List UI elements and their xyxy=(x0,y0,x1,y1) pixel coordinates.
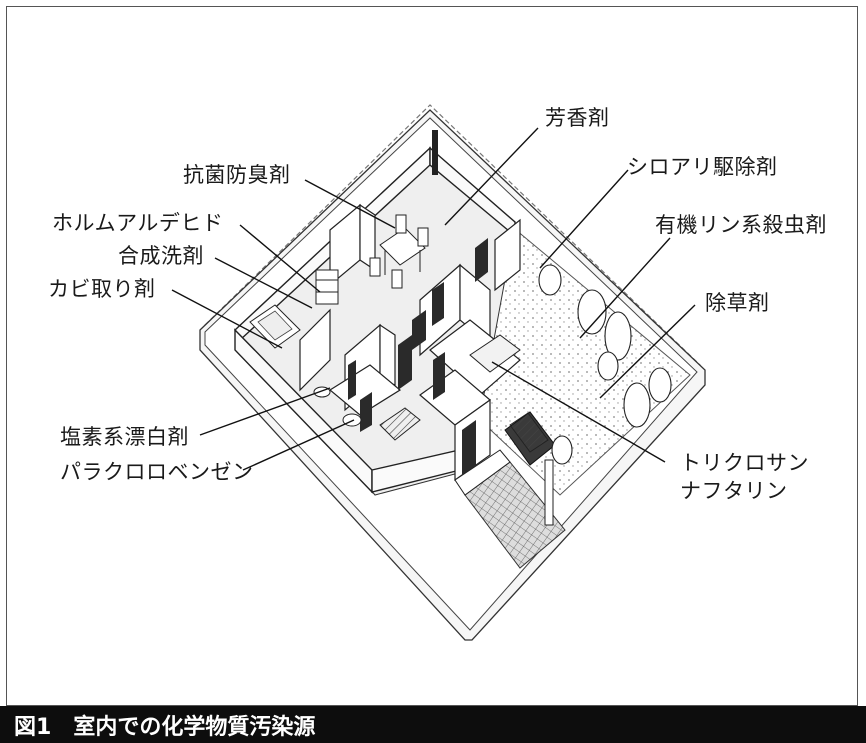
label-synthetic-detergent: 合成洗剤 xyxy=(118,244,204,268)
label-trichlorosan: トリクロサン xyxy=(680,451,809,475)
figure-title: 室内での化学物質汚染源 xyxy=(73,714,316,740)
label-fragrance: 芳香剤 xyxy=(545,106,610,130)
figure-number: 図1 xyxy=(14,714,52,740)
stairs xyxy=(379,407,421,441)
label-paradichlorobenzene: パラクロロベンゼン xyxy=(60,460,254,484)
label-naphthalene: ナフタリン xyxy=(680,479,788,503)
garden-shrubs xyxy=(538,264,672,465)
label-formaldehyde: ホルムアルデヒド xyxy=(52,211,224,235)
dining-set xyxy=(369,214,429,289)
label-organophosphate-insecticide: 有機リン系殺虫剤 xyxy=(655,213,827,237)
door-openings xyxy=(348,238,488,478)
label-mold-remover: カビ取り剤 xyxy=(48,277,156,301)
label-termite-repellent: シロアリ駆除剤 xyxy=(627,155,778,179)
label-herbicide: 除草剤 xyxy=(705,291,770,315)
label-antibacterial-deodorant: 抗菌防臭剤 xyxy=(183,163,291,187)
figure-caption-bar: 図1 室内での化学物質汚染源 xyxy=(0,706,866,743)
pointer-lines xyxy=(171,127,696,471)
label-chlorine-bleach: 塩素系漂白剤 xyxy=(60,425,189,449)
